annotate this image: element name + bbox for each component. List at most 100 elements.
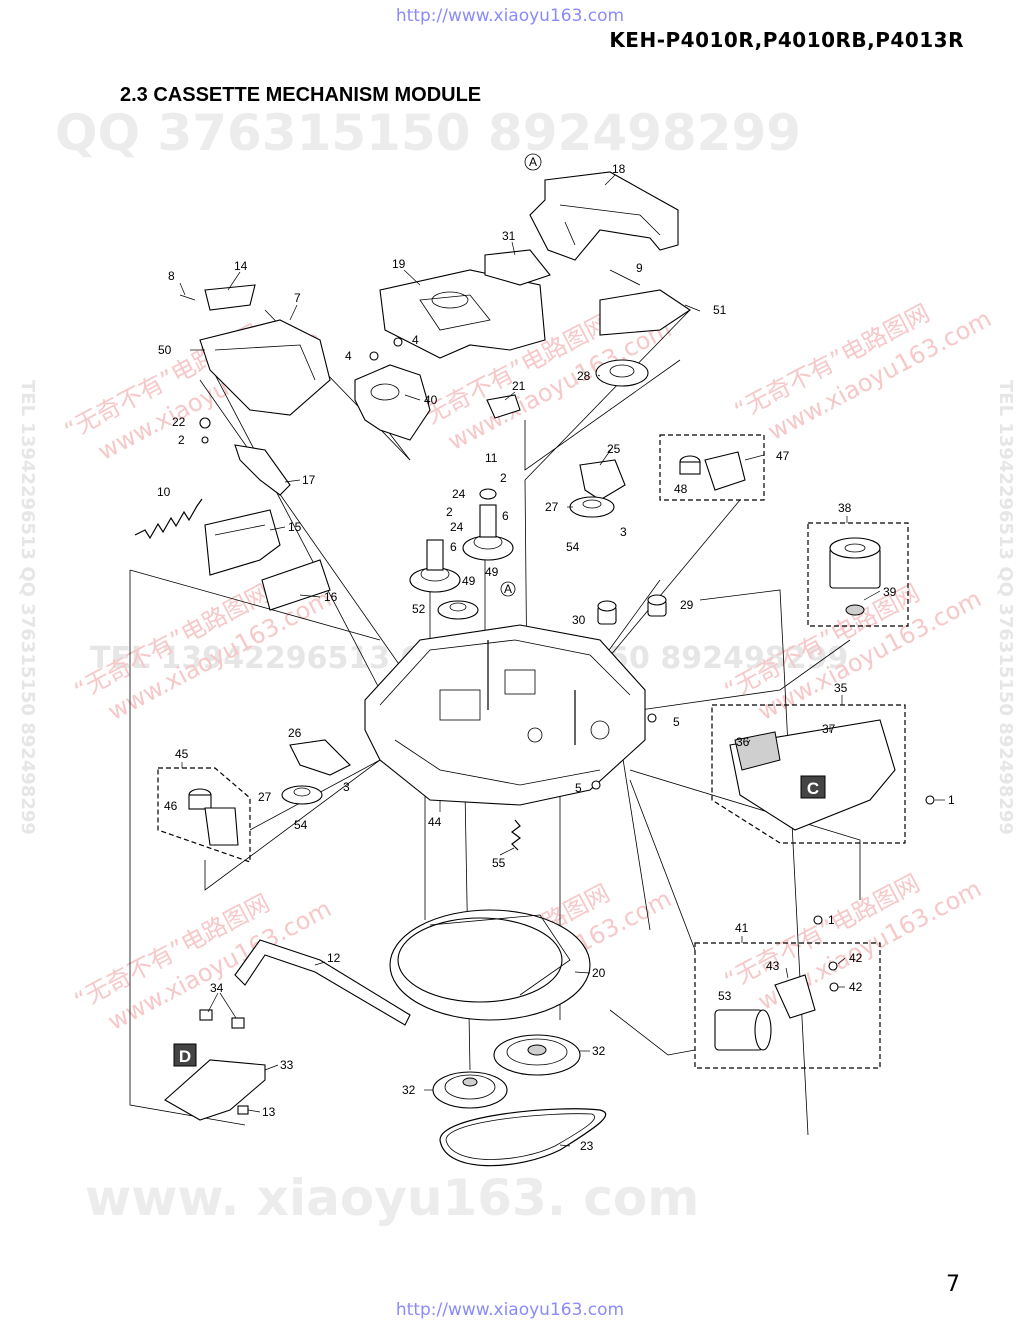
- callout-37: 37: [822, 722, 836, 736]
- callout-38: 38: [838, 501, 852, 515]
- callout-12: 12: [327, 951, 341, 965]
- part-28-gear: [595, 359, 649, 387]
- part-17-lever: [234, 444, 291, 496]
- callout-54-top: 54: [566, 540, 580, 554]
- callout-16: 16: [324, 590, 338, 604]
- part-21-bracket: [486, 394, 521, 419]
- callout-14: 14: [234, 259, 248, 273]
- callout-20: 20: [592, 966, 606, 980]
- callout-24-a: 24: [452, 487, 466, 501]
- callout-18: 18: [612, 162, 626, 176]
- ref-mark-c-box: [800, 775, 826, 799]
- ref-mark-d: D: [179, 1047, 191, 1066]
- callout-3-top: 3: [620, 525, 627, 539]
- callout-43: 43: [766, 959, 780, 973]
- callout-4-left: 4: [345, 349, 352, 363]
- callout-45: 45: [175, 747, 189, 761]
- part-35-pcb-assembly: [711, 704, 906, 844]
- callout-2-b: 2: [446, 505, 453, 519]
- ref-mark-c: C: [807, 779, 819, 798]
- callout-42-bottom: 42: [849, 980, 863, 994]
- callout-1-motor: 1: [828, 913, 835, 927]
- callout-25: 25: [607, 442, 621, 456]
- callout-53: 53: [718, 989, 732, 1003]
- callout-2-a: 2: [500, 471, 507, 485]
- callout-19: 19: [392, 257, 406, 271]
- callout-33: 33: [280, 1058, 294, 1072]
- callout-39: 39: [883, 585, 897, 599]
- part-27-gear-top: [569, 496, 615, 518]
- part-10-spring: [134, 498, 203, 540]
- callout-13: 13: [262, 1105, 276, 1119]
- callout-5-right: 5: [673, 715, 680, 729]
- callout-48: 48: [674, 482, 688, 496]
- callout-42-top: 42: [849, 951, 863, 965]
- part-44-main-chassis: [364, 624, 646, 806]
- footer-url[interactable]: http://www.xiaoyu163.com: [395, 1300, 625, 1320]
- callout-3-bottom: 3: [343, 780, 350, 794]
- callout-30: 30: [572, 613, 586, 627]
- part-40-bracket: [354, 364, 431, 441]
- callout-leaders: [179, 174, 945, 1147]
- callout-5-bottom: 5: [575, 781, 582, 795]
- callout-52: 52: [412, 602, 426, 616]
- callout-32-left: 32: [402, 1083, 416, 1097]
- part-32-flywheel-right: [493, 1034, 581, 1076]
- callout-9: 9: [636, 261, 643, 275]
- watermark-side-right: TEL 13942296513 QQ 376315150 892498299: [995, 380, 1016, 835]
- callout-26: 26: [288, 726, 302, 740]
- part-23-belt: [439, 1108, 607, 1167]
- callout-41: 41: [735, 921, 749, 935]
- callout-46: 46: [164, 799, 178, 813]
- callout-31: 31: [502, 229, 516, 243]
- callout-50: 50: [158, 343, 172, 357]
- part-47-pinch-assembly: [659, 434, 765, 501]
- watermark-qq: QQ 376315150 892498299: [55, 104, 801, 162]
- part-49-gear-right: [462, 488, 514, 561]
- part-12-flex-cable: [234, 939, 411, 1026]
- part-20-ring-gear: [389, 909, 591, 1021]
- callout-17: 17: [302, 473, 316, 487]
- callout-40: 40: [424, 393, 438, 407]
- callout-numbers: 18 31 19 9 51 28 8 14 7 50 4 4 40 21 22 …: [157, 162, 955, 1153]
- callout-29: 29: [680, 598, 694, 612]
- callout-36: 36: [736, 735, 750, 749]
- callout-47: 47: [776, 449, 790, 463]
- callout-49-left: 49: [462, 574, 476, 588]
- callout-21: 21: [512, 379, 526, 393]
- callout-32-right: 32: [592, 1044, 606, 1058]
- part-15-slider: [204, 509, 281, 576]
- callout-35: 35: [834, 681, 848, 695]
- callout-51: 51: [713, 303, 727, 317]
- page-number: 7: [946, 1272, 960, 1297]
- part-27-gear-bottom: [281, 785, 323, 805]
- callout-22: 22: [172, 415, 186, 429]
- callout-8: 8: [168, 269, 175, 283]
- callout-6-b: 6: [450, 540, 457, 554]
- part-45-pinch-assembly: [157, 767, 251, 863]
- part-18-top-bracket: [524, 153, 679, 261]
- part-25-lever: [579, 459, 626, 501]
- watermark-site-bottom: www. xiaoyu163. com: [85, 1169, 699, 1227]
- callout-6-a: 6: [502, 509, 509, 523]
- ref-mark-d-box: [173, 1043, 197, 1067]
- part-33-pcb: [164, 1009, 266, 1121]
- part-26-lever: [289, 739, 351, 776]
- callout-10: 10: [157, 485, 171, 499]
- part-51-lever: [599, 269, 691, 336]
- part-16-slider: [261, 559, 331, 611]
- callout-27-bottom: 27: [258, 790, 272, 804]
- callout-55: 55: [492, 856, 506, 870]
- callout-27-top: 27: [545, 500, 559, 514]
- callout-34: 34: [210, 981, 224, 995]
- model-number: KEH-P4010R,P4010RB,P4013R: [609, 28, 964, 52]
- callout-4-right: 4: [412, 333, 419, 347]
- callout-23: 23: [580, 1139, 594, 1153]
- callout-1-pcb: 1: [948, 793, 955, 807]
- part-30-roller: [597, 600, 617, 625]
- watermark-side-left: TEL 13942296513 QQ 376315150 892498299: [17, 380, 38, 835]
- callout-11: 11: [485, 451, 498, 465]
- header-url[interactable]: http://www.xiaoyu163.com: [395, 6, 625, 26]
- part-52-gear: [437, 600, 479, 620]
